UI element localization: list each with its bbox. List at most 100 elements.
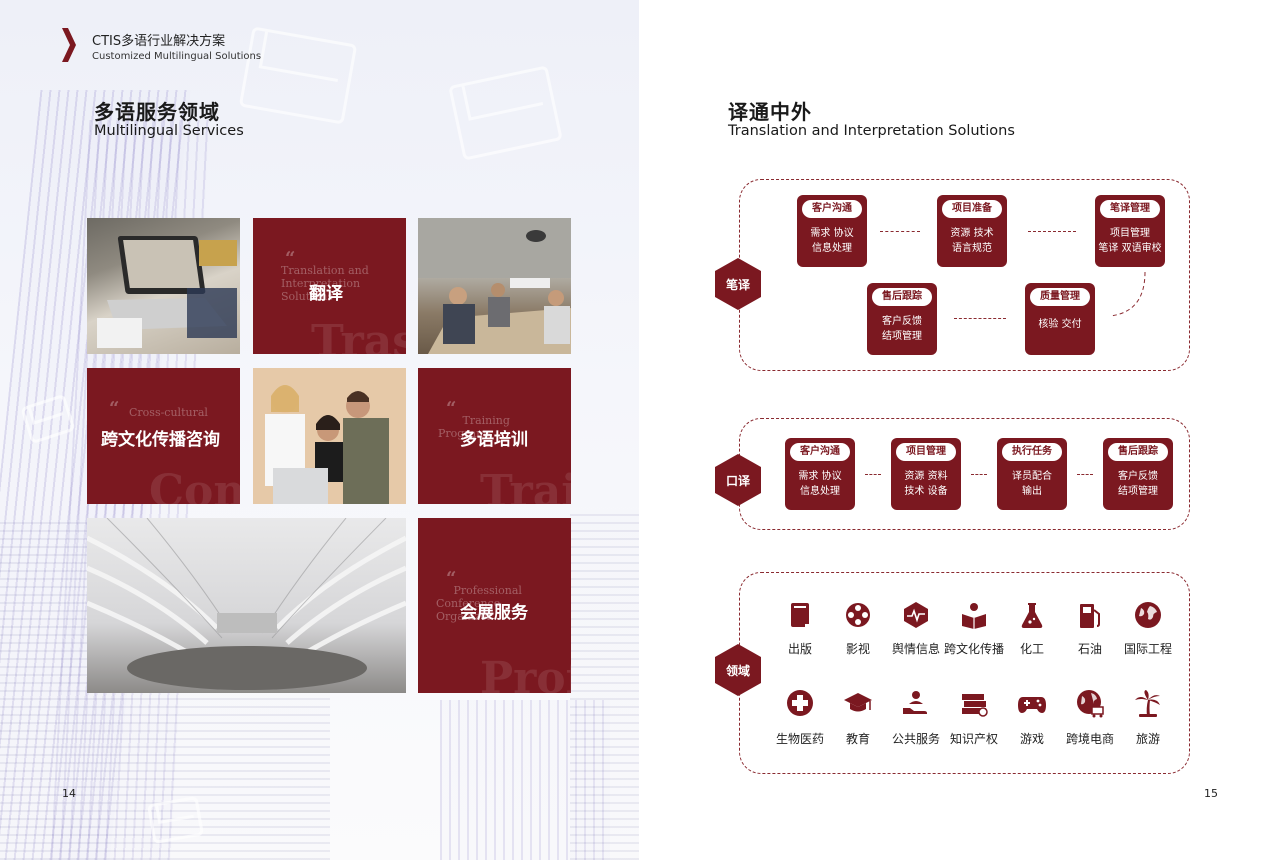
- card-body: 核验 交付: [1025, 317, 1095, 332]
- curve-connector: [1109, 271, 1146, 317]
- card-title: 客户沟通: [802, 200, 862, 218]
- quote-mark: “: [446, 568, 457, 589]
- card-title: 客户沟通: [790, 443, 850, 461]
- field-label: 公共服务: [891, 732, 940, 746]
- medical-cross-icon: [785, 688, 815, 718]
- card-title: 项目管理: [896, 443, 956, 461]
- page-subtitle: Translation and Interpretation Solutions: [728, 123, 1015, 139]
- process-card: 质量管理 核验 交付: [1025, 283, 1095, 355]
- team-illustration: [265, 385, 389, 504]
- card-title: 质量管理: [1030, 288, 1090, 306]
- card-line: 译员配合: [1012, 471, 1052, 482]
- laptop-illustration: [97, 236, 237, 348]
- written-tag-label: 笔译: [725, 277, 750, 292]
- laptop-photo: [87, 218, 240, 354]
- card-title: 售后跟踪: [1108, 443, 1168, 461]
- pulse-icon: [901, 600, 931, 630]
- field-label: 跨境电商: [1065, 732, 1114, 746]
- card-line: 客户反馈: [882, 316, 922, 327]
- card-body: 资源 技术语言规范: [937, 226, 1007, 256]
- building-graphic: [440, 700, 610, 860]
- brand-subtitle: Customized Multilingual Solutions: [92, 51, 262, 62]
- field-label: 舆情信息: [891, 642, 940, 656]
- reader-icon: [959, 600, 989, 630]
- fields-tag-label: 领域: [725, 663, 750, 678]
- card-line: 资源 技术: [950, 228, 994, 239]
- tile-label: 多语培训: [460, 430, 528, 450]
- connector: [971, 474, 987, 475]
- field-label: 知识产权: [949, 732, 998, 746]
- service-tile-cross-cultural[interactable]: “ Cross-cultural 跨文化传播咨询 Con: [87, 368, 240, 504]
- page-number: 15: [1204, 787, 1218, 800]
- process-card: 项目管理 资源 资料技术 设备: [891, 438, 961, 510]
- card-title: 售后跟踪: [872, 288, 932, 306]
- process-card: 售后跟踪 客户反馈结项管理: [867, 283, 937, 355]
- page-title: 多语服务领域: [94, 100, 220, 124]
- gamepad-icon: [1017, 688, 1047, 718]
- connector: [880, 231, 920, 232]
- quote-mark: “: [285, 248, 296, 269]
- field-label: 国际工程: [1123, 642, 1172, 656]
- field-label: 教育: [845, 732, 870, 746]
- tile-english-text: Cross-cultural: [129, 406, 208, 419]
- brand-title: CTIS多语行业解决方案: [92, 34, 226, 49]
- fields-tag: 领域: [715, 644, 761, 696]
- card-line: 结项管理: [882, 331, 922, 342]
- card-line: 客户反馈: [1118, 471, 1158, 482]
- quote-mark: “: [446, 398, 457, 419]
- oral-tag-label: 口译: [725, 473, 750, 488]
- page-subtitle: Multilingual Services: [94, 123, 244, 139]
- oral-tag: 口译: [715, 454, 761, 506]
- connector: [865, 474, 881, 475]
- tile-label: 跨文化传播咨询: [101, 430, 220, 450]
- field-label: 化工: [1019, 642, 1044, 656]
- card-body: 客户反馈结项管理: [867, 314, 937, 344]
- tile-watermark: Prof: [480, 653, 571, 693]
- process-card: 项目准备 资源 技术语言规范: [937, 195, 1007, 267]
- written-tag: 笔译: [715, 258, 761, 310]
- card-line: 项目管理: [1110, 228, 1150, 239]
- oculus-photo: [87, 518, 406, 693]
- page-title: 译通中外: [728, 100, 812, 124]
- field-label: 游戏: [1019, 732, 1044, 746]
- meeting-illustration: [418, 218, 571, 354]
- meeting-photo: [418, 218, 571, 354]
- graduation-cap-icon: [843, 688, 873, 718]
- field-label: 旅游: [1135, 732, 1160, 746]
- card-line: 笔译 双语审校: [1098, 243, 1162, 254]
- connector: [954, 318, 1006, 319]
- card-title: 笔译管理: [1100, 200, 1160, 218]
- field-label: 影视: [845, 642, 870, 656]
- globe-cart-icon: [1075, 688, 1105, 718]
- card-body: 译员配合输出: [997, 469, 1067, 499]
- oculus-illustration: [87, 518, 406, 690]
- card-body: 需求 协议信息处理: [797, 226, 867, 256]
- flask-icon: [1017, 600, 1047, 630]
- palm-tree-icon: [1133, 688, 1163, 718]
- process-card: 笔译管理 项目管理笔译 双语审校: [1095, 195, 1165, 267]
- envelope-icon: [238, 26, 358, 125]
- card-line: 需求 协议: [798, 471, 842, 482]
- books-stack-icon: [959, 688, 989, 718]
- team-photo: [253, 368, 406, 504]
- quote-mark: “: [109, 398, 120, 419]
- envelope-icon: [448, 65, 563, 161]
- process-card: 客户沟通 需求 协议信息处理: [797, 195, 867, 267]
- card-line: 语言规范: [952, 243, 992, 254]
- fuel-pump-icon: [1075, 600, 1105, 630]
- globe-icon: [1133, 600, 1163, 630]
- card-title: 执行任务: [1002, 443, 1062, 461]
- process-card: 执行任务 译员配合输出: [997, 438, 1067, 510]
- card-line: 信息处理: [812, 243, 852, 254]
- card-line: 核验 交付: [1038, 319, 1082, 330]
- right-page: 译通中外 Translation and Interpretation Solu…: [640, 0, 1280, 860]
- process-card: 售后跟踪 客户反馈结项管理: [1103, 438, 1173, 510]
- book-icon: [785, 600, 815, 630]
- card-body: 需求 协议信息处理: [785, 469, 855, 499]
- tile-watermark: Con: [149, 466, 240, 504]
